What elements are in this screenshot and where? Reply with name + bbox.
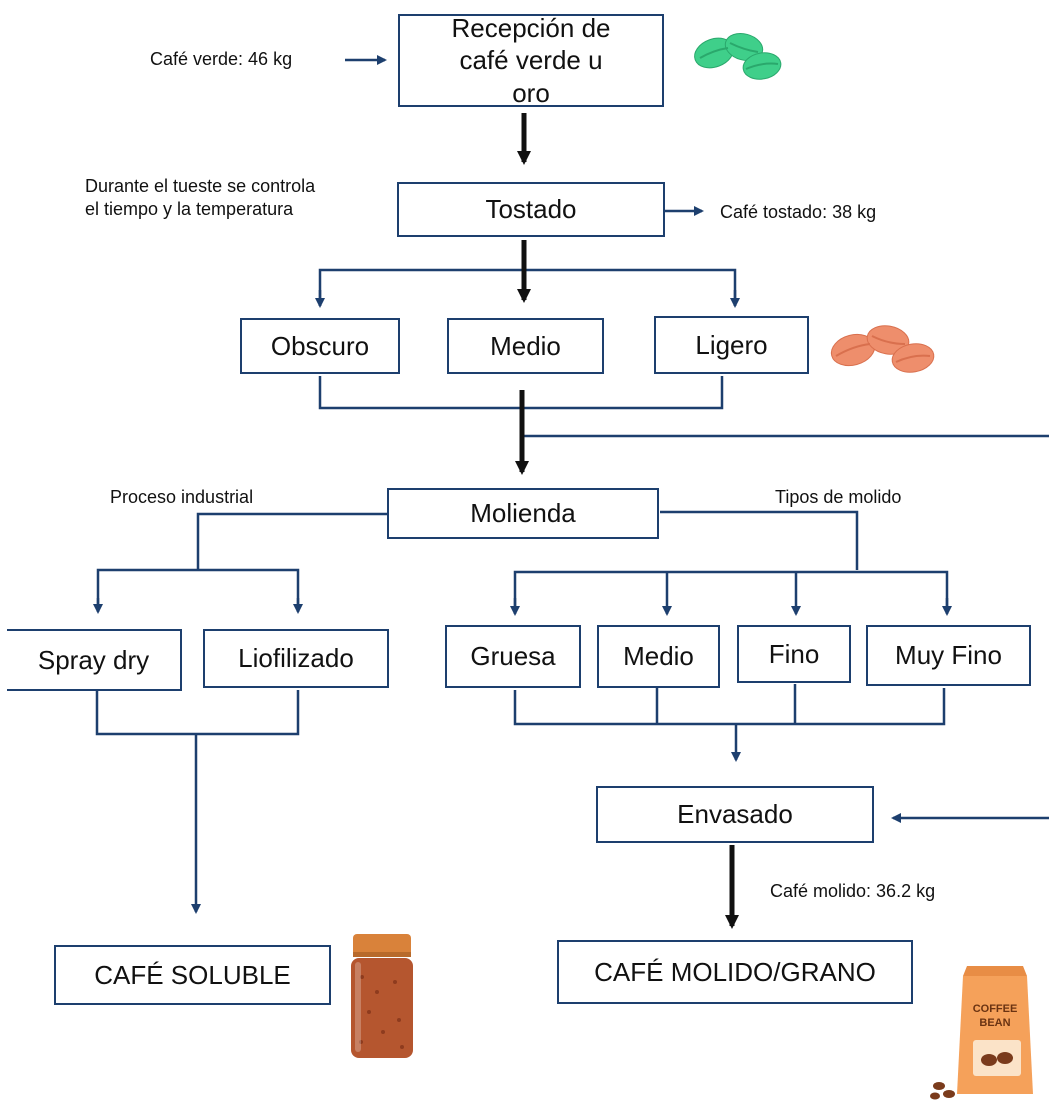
instant-coffee-jar-icon bbox=[351, 934, 413, 1058]
coarse-grind-box: Gruesa bbox=[445, 625, 581, 688]
soluble-coffee-box: CAFÉ SOLUBLE bbox=[54, 945, 331, 1005]
grind-types-branch-line bbox=[660, 510, 859, 570]
grind-merge-line bbox=[513, 688, 946, 726]
roast-control-note: Durante el tueste se controla el tiempo … bbox=[85, 176, 316, 220]
bag-label-line-2: BEAN bbox=[979, 1017, 1010, 1029]
roasted-coffee-output-label: Café tostado: 38 kg bbox=[720, 202, 877, 222]
roasted-coffee-beans-icon bbox=[830, 325, 935, 373]
grinding-box: Molienda bbox=[387, 488, 659, 539]
soluble-merge-line bbox=[95, 690, 300, 736]
grind-types-label: Tipos de molido bbox=[775, 487, 902, 507]
fine-grind-box: Fino bbox=[737, 625, 851, 683]
medium-grind-box: Medio bbox=[597, 625, 720, 688]
industrial-process-label: Proceso industrial bbox=[110, 487, 254, 507]
green-coffee-beans-icon bbox=[694, 33, 782, 80]
spray-dry-box: Spray dry bbox=[7, 629, 182, 691]
ground-bean-coffee-box: CAFÉ MOLIDO/GRANO bbox=[557, 940, 913, 1004]
packaging-box: Envasado bbox=[596, 786, 874, 843]
dark-roast-box: Obscuro bbox=[240, 318, 400, 374]
industrial-branch-line bbox=[196, 512, 388, 570]
ground-coffee-output-label: Café molido: 36.2 kg bbox=[770, 881, 936, 901]
coffee-bean-bag-icon: COFFEE BEAN bbox=[930, 966, 1033, 1100]
roasting-box: Tostado bbox=[397, 182, 665, 237]
light-roast-box: Ligero bbox=[654, 316, 809, 374]
bag-label-line-1: COFFEE bbox=[973, 1003, 1018, 1015]
green-coffee-input-label: Café verde: 46 kg bbox=[150, 49, 293, 69]
very-fine-grind-box: Muy Fino bbox=[866, 625, 1031, 686]
reception-box: Recepción de café verde u oro bbox=[398, 13, 664, 108]
medium-roast-box: Medio bbox=[447, 318, 604, 374]
freeze-dried-box: Liofilizado bbox=[203, 629, 389, 688]
roast-split-line bbox=[318, 268, 737, 306]
